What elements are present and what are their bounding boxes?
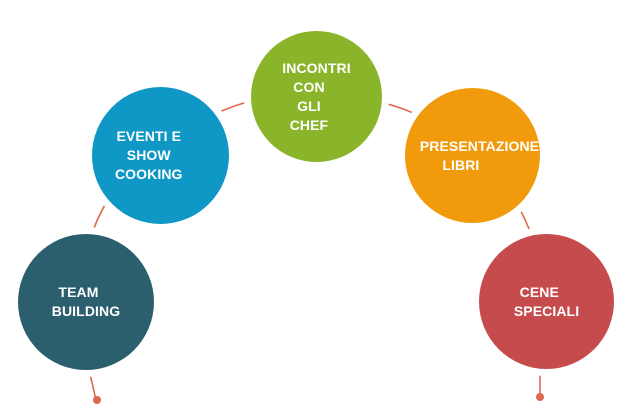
node-presentazione-libri: PRESENTAZIONE LIBRI bbox=[405, 88, 540, 223]
label-line: TEAM bbox=[58, 284, 99, 300]
node-label: EVENTI E SHOW COOKING bbox=[107, 127, 214, 184]
node-label: CENE SPECIALI bbox=[514, 283, 579, 321]
node-eventi-show-cooking: EVENTI E SHOW COOKING bbox=[92, 87, 229, 224]
label-line: BUILDING bbox=[51, 303, 121, 319]
label-line: EVENTI E bbox=[116, 128, 182, 144]
label-line: CENE bbox=[519, 283, 559, 300]
label-line: SPECIALI bbox=[513, 302, 580, 319]
arc-end-dot-left bbox=[93, 396, 101, 404]
label-line: PRESENTAZIONE bbox=[419, 137, 540, 154]
label-line: SHOW COOKING bbox=[114, 147, 183, 182]
label-line: CHEF bbox=[289, 116, 329, 133]
label-line: LIBRI bbox=[442, 156, 480, 173]
node-label: INCONTRI CON GLI CHEF bbox=[282, 59, 350, 135]
node-label: PRESENTAZIONE LIBRI bbox=[419, 137, 540, 175]
node-incontri-chef: INCONTRI CON GLI CHEF bbox=[251, 31, 382, 162]
arc-end-dot-right bbox=[536, 393, 544, 401]
node-team-building: TEAM BUILDING bbox=[18, 234, 154, 370]
label-line: CON GLI bbox=[293, 78, 325, 114]
node-label: TEAM BUILDING bbox=[52, 283, 120, 321]
label-line: INCONTRI bbox=[282, 59, 351, 76]
node-cene-speciali: CENE SPECIALI bbox=[479, 234, 614, 369]
